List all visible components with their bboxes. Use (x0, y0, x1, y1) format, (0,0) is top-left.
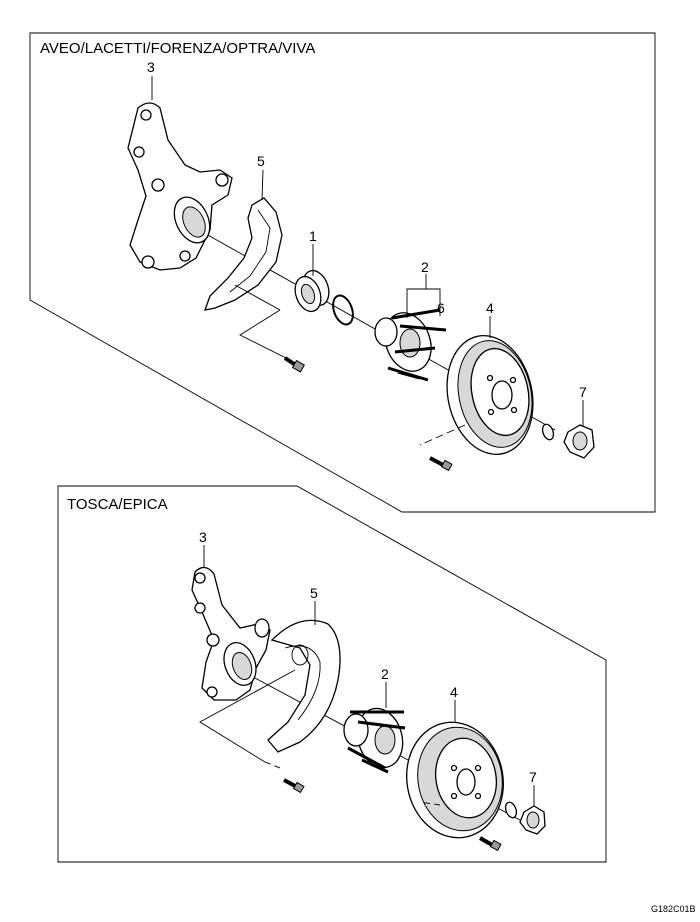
leader-2-top (406, 288, 441, 318)
callout-4-bottom: 4 (450, 684, 458, 700)
callout-1-top: 1 (309, 228, 317, 244)
callout-3-top: 3 (147, 59, 155, 75)
panel-aveo-lacetti: AVEO/LACETTI/FORENZA/OPTRA/VIVA (29, 32, 656, 513)
splash-shield-bottom (199, 619, 341, 769)
leader-5-top (261, 169, 264, 201)
disc-screw-bottom (479, 836, 502, 852)
callout-2-top: 2 (421, 259, 429, 275)
callout-3-bottom: 3 (199, 529, 207, 545)
figure-code: G182C01B (651, 904, 696, 914)
hub-nut-top (563, 424, 595, 459)
wheel-hub-top (374, 308, 447, 382)
panel-bottom-title: TOSCA/EPICA (67, 496, 168, 513)
panel-top-title: AVEO/LACETTI/FORENZA/OPTRA/VIVA (40, 40, 315, 57)
callout-4-top: 4 (486, 300, 494, 316)
callout-5-top: 5 (257, 153, 265, 169)
wheel-hub-bottom (343, 707, 406, 774)
wheel-bearing-top (294, 269, 330, 313)
steering-knuckle-bottom (191, 566, 271, 701)
washer-bottom (504, 801, 518, 819)
callout-6-top: 6 (437, 300, 445, 316)
shield-bolt-top (283, 356, 306, 373)
splash-shield-top (204, 197, 301, 366)
callout-5-bottom: 5 (310, 585, 318, 601)
brake-disc-bottom (406, 721, 504, 839)
brake-disc-top (419, 335, 534, 455)
callout-7-bottom: 7 (529, 769, 537, 785)
washer-top (541, 423, 555, 441)
panel-top-frame (29, 32, 656, 513)
steering-knuckle-top (127, 102, 233, 271)
panel-tosca-epica: TOSCA/EPICA (57, 485, 607, 863)
hub-nut-bottom (519, 805, 546, 835)
shield-bolt-bottom (283, 778, 305, 794)
callout-2-bottom: 2 (381, 666, 389, 682)
callout-7-top: 7 (579, 384, 587, 400)
disc-screw-top (429, 456, 453, 472)
panel-bottom-frame (57, 485, 607, 863)
snap-ring-top (332, 294, 354, 326)
